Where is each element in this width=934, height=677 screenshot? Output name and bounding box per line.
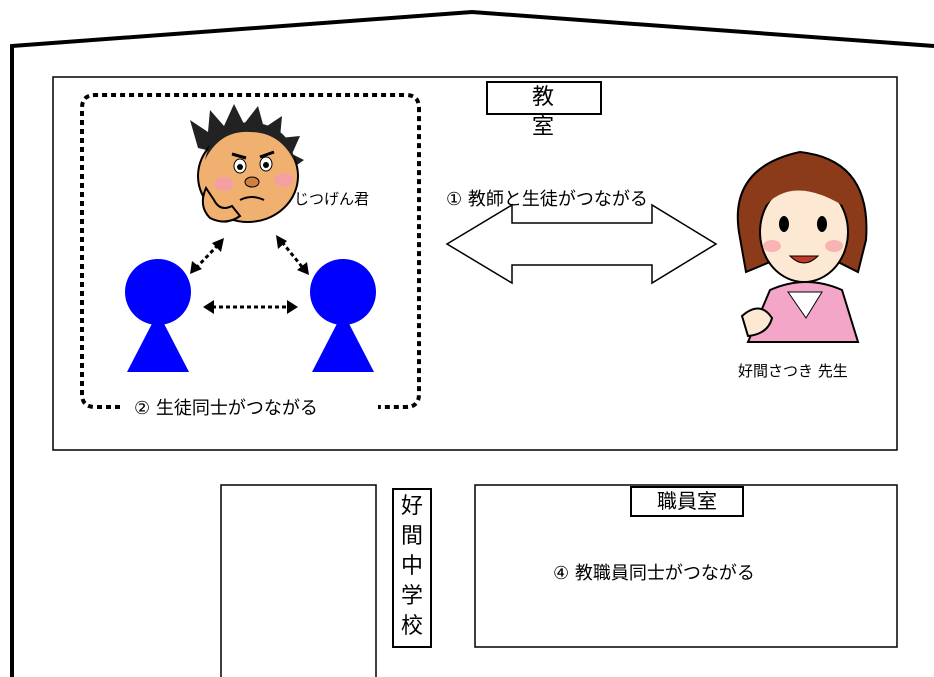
- staffroom-box: [474, 484, 898, 648]
- school-name-char: 間: [400, 524, 423, 549]
- student-name-label: じつげん君: [294, 190, 370, 208]
- school-name-sign: 好 間 中 学 校: [392, 488, 432, 648]
- student-character-illustration: [190, 104, 304, 223]
- classroom-box: [52, 76, 898, 451]
- staff-staff-relation-label: ④ 教職員同士がつながる: [553, 563, 755, 584]
- school-name-char: 学: [400, 584, 423, 609]
- staffroom-title: 職員室: [630, 486, 744, 517]
- building-outline: [10, 9, 934, 677]
- arrow-student-left-diag: [194, 243, 220, 270]
- teacher-student-relation-label: ① 教師と生徒がつながる: [446, 189, 648, 210]
- school-name-char: 中: [400, 554, 423, 579]
- corridor-room: [220, 484, 377, 677]
- teacher-name-label: 好間さつき 先生: [738, 362, 848, 380]
- school-name-char: 好: [400, 494, 423, 519]
- school-name-char: 校: [400, 614, 423, 639]
- teacher-character-illustration: [736, 150, 868, 343]
- student-figure-right: [310, 259, 376, 372]
- teacher-student-arrow: [445, 203, 718, 285]
- student-figure-left: [125, 259, 191, 372]
- student-student-relation-label: ② 生徒同士がつながる: [128, 394, 324, 420]
- student-group-frame: [80, 93, 421, 409]
- classroom-title: 教 室: [486, 81, 602, 140]
- arrow-student-right-diag: [280, 241, 305, 269]
